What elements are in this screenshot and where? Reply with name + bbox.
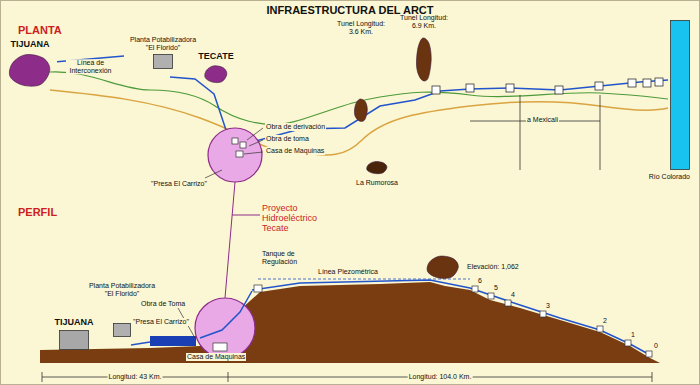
part-label: Tanque de Regulación	[262, 250, 308, 265]
city-building-outline	[60, 330, 89, 349]
tunnel-outline	[417, 38, 432, 81]
city-building-text: TIJUANA	[54, 318, 93, 328]
part-label: "Presa El Carrizo"	[132, 318, 190, 326]
station-number: 5	[494, 284, 498, 292]
city-building: TIJUANA	[50, 318, 98, 350]
station-number: 2	[603, 317, 607, 325]
dimension-lines	[42, 372, 652, 382]
reservoir	[150, 336, 196, 346]
dimension-label: Longitud: 43 Km.	[108, 373, 163, 381]
mountain-pass-text: La Rumorosa	[356, 179, 398, 187]
river: Río Colorado	[598, 20, 690, 181]
part-label: Obra de toma	[265, 135, 310, 143]
treatment-plant-shape	[113, 323, 131, 337]
city-area: TECATE	[196, 52, 236, 84]
river-outline	[671, 21, 690, 170]
tunnel-text: Tunel Longitud: 6.9 Km.	[398, 14, 450, 29]
tunnel: Tunel Longitud: 3.6 Km.	[336, 20, 386, 123]
part-label: Obra de Toma	[140, 300, 186, 308]
powerhouse	[213, 343, 227, 351]
piezometric-line	[258, 279, 470, 280]
summit-text: Elevación: 1,062	[467, 263, 519, 271]
treatment-plant-text: Planta Potabilizadora "El Florido"	[88, 282, 156, 297]
hydro-works	[232, 138, 246, 157]
treatment-plant-outline	[114, 324, 131, 337]
direction-label: a Mexicali	[526, 116, 559, 124]
station-number: 4	[511, 291, 515, 299]
part-label: Casa de Maquinas	[186, 353, 246, 361]
summit-shape	[425, 254, 461, 280]
tunnel-text: Tunel Longitud: 3.6 Km.	[336, 20, 386, 35]
treatment-plant-text: Planta Potabilizadora "El Florido"	[126, 36, 200, 51]
city-area-text: TIJUANA	[10, 40, 49, 50]
tunnel-shape	[353, 97, 369, 123]
treatment-plant: Planta Potabilizadora "El Florido"	[126, 36, 200, 69]
project-label: Proyecto Hidroeléctrico Tecate	[262, 204, 342, 234]
summit-outline	[427, 256, 458, 278]
treatment-plant-shape	[153, 54, 173, 69]
terrain-profile	[40, 282, 660, 363]
city-area-outline	[205, 66, 227, 83]
part-label: Línea Piezométrica	[318, 268, 378, 276]
station-number: 6	[478, 277, 482, 285]
hydro-project-circle	[208, 128, 262, 182]
view-title: PERFIL	[18, 206, 57, 218]
canal-line	[50, 72, 668, 124]
dimension-label: Longitud: 104.0 Km.	[408, 373, 473, 381]
tunnel-outline	[354, 99, 367, 121]
treatment-plant-outline	[154, 55, 173, 69]
penstock	[200, 291, 252, 338]
part-label: Obra de derivación	[265, 123, 326, 131]
summit: Elevación: 1,062	[425, 254, 519, 280]
city-area-outline	[9, 54, 49, 86]
profile-pipe	[131, 342, 150, 345]
station-number: 1	[631, 331, 635, 339]
tunnel-shape	[415, 35, 433, 83]
city-area: TIJUANA	[5, 40, 55, 88]
city-building-shape	[59, 330, 89, 350]
profile-aqueduct	[252, 280, 652, 356]
mountain-pass-outline	[367, 162, 387, 174]
mountain-pass-shape	[365, 160, 389, 175]
view-title: PLANTA	[18, 24, 62, 36]
city-area-shape	[7, 52, 53, 88]
mountain-pass: La Rumorosa	[352, 160, 402, 187]
river-shape	[670, 20, 690, 170]
city-area-text: TECATE	[198, 52, 233, 62]
plan-stations	[432, 78, 663, 94]
city-area-shape	[203, 64, 229, 84]
mexicali-branch	[470, 95, 600, 170]
leader-lines	[205, 128, 263, 178]
project-leader	[225, 182, 260, 298]
road-line	[50, 90, 668, 155]
edge-label: Línea de Interconexión	[66, 59, 116, 74]
profile-stations	[254, 285, 652, 357]
part-label: Casa de Maquinas	[265, 147, 325, 155]
tunnel: Tunel Longitud: 6.9 Km.	[398, 14, 450, 83]
treatment-plant: Planta Potabilizadora "El Florido"	[88, 282, 156, 337]
station-number: 0	[654, 342, 658, 350]
part-label: "Presa El Carrizo"	[150, 180, 208, 188]
river-text: Río Colorado	[649, 173, 690, 181]
diagram-title: INFRAESTRUCTURA DEL ARCT	[0, 4, 700, 16]
station-number: 3	[546, 302, 550, 310]
